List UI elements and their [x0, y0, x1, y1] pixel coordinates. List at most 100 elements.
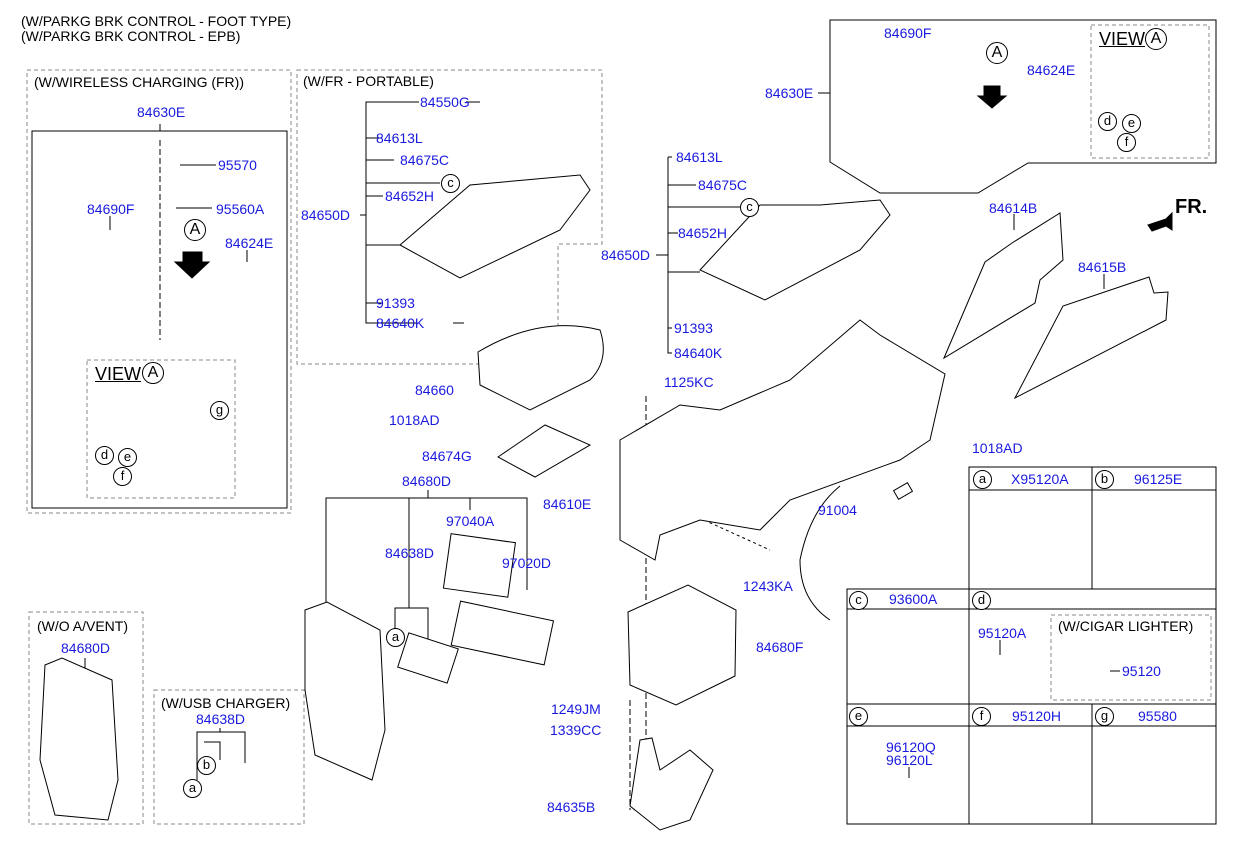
wireless-box-title: (W/WIRELESS CHARGING (FR)) [34, 74, 244, 90]
part-84652h-main[interactable]: 84652H [678, 225, 728, 241]
part-97040a[interactable]: 97040A [446, 513, 495, 529]
part-1339cc[interactable]: 1339CC [550, 722, 602, 738]
vent-97040a-shape [442, 533, 517, 598]
side-panel-84614b-shape [942, 212, 1064, 360]
part-84675c-portable[interactable]: 84675C [400, 152, 450, 168]
part-1125kc[interactable]: 1125KC [664, 374, 714, 390]
console-body-shape [619, 319, 946, 561]
usb-box-title: (W/USB CHARGER) [161, 695, 291, 711]
legend-part-x95120a[interactable]: X95120A [1011, 471, 1069, 487]
top-right-box-outline [829, 19, 1217, 194]
view-ref-a-marker: A [184, 219, 206, 241]
bracket-84635b-shape [629, 737, 714, 831]
part-84680d-main[interactable]: 84680D [402, 473, 452, 489]
part-84640k-portable[interactable]: 84640K [376, 315, 425, 331]
cigar-box-outline [1050, 614, 1212, 701]
part-84690f-wireless[interactable]: 84690F [87, 201, 135, 217]
callout-e: e [118, 448, 137, 467]
arrow-down-icon [173, 251, 211, 279]
part-84652h-portable[interactable]: 84652H [385, 188, 435, 204]
legend-part-93600a[interactable]: 93600A [889, 591, 938, 607]
part-84680d-wo-vent[interactable]: 84680D [61, 640, 111, 656]
switch-84638d-shape [397, 632, 459, 684]
bin-97020d-shape [450, 600, 555, 666]
cigar-lighter-title: (W/CIGAR LIGHTER) [1058, 618, 1194, 634]
callout-d: d [95, 446, 114, 465]
part-1018ad-right[interactable]: 1018AD [972, 440, 1023, 456]
view-ref-a-marker-top: A [986, 42, 1008, 64]
part-1018ad-left[interactable]: 1018AD [389, 412, 440, 428]
part-84650d-main[interactable]: 84650D [601, 247, 651, 263]
portable-box-outline [296, 69, 603, 365]
legend-table-grid [846, 466, 1217, 825]
part-84660[interactable]: 84660 [415, 382, 454, 398]
part-84675c-main[interactable]: 84675C [698, 177, 748, 193]
part-84674g[interactable]: 84674G [422, 448, 472, 464]
part-84680f[interactable]: 84680F [756, 639, 804, 655]
part-84630e-wireless[interactable]: 84630E [137, 104, 186, 120]
part-84630e-top[interactable]: 84630E [765, 85, 814, 101]
callout-c-main: c [740, 198, 759, 217]
callout-b-usb: b [197, 756, 216, 775]
arrow-front-icon [1147, 211, 1173, 232]
part-84650d-portable[interactable]: 84650D [301, 207, 351, 223]
part-84613l-main[interactable]: 84613L [676, 149, 723, 165]
legend-part-95580[interactable]: 95580 [1138, 708, 1177, 724]
wireless-view-box-outline [86, 359, 236, 499]
part-84635b[interactable]: 84635B [547, 799, 596, 815]
legend-part-96120q[interactable]: 96120Q [886, 739, 936, 755]
part-84690f-top[interactable]: 84690F [884, 25, 932, 41]
callout-f-top: f [1117, 133, 1136, 152]
callout-d-top: d [1098, 112, 1117, 131]
part-95560a[interactable]: 95560A [216, 201, 265, 217]
part-91393-main[interactable]: 91393 [674, 320, 713, 336]
part-1243ka[interactable]: 1243KA [743, 578, 793, 594]
part-1249jm[interactable]: 1249JM [551, 701, 601, 717]
header-note-foot-type: (W/PARKG BRK CONTROL - FOOT TYPE) [21, 13, 292, 29]
legend-part-95120[interactable]: 95120 [1122, 663, 1161, 679]
part-84624e-top[interactable]: 84624E [1027, 62, 1076, 78]
part-84615b[interactable]: 84615B [1078, 259, 1127, 275]
legend-part-95120a[interactable]: 95120A [978, 625, 1027, 641]
rear-cover-shape [304, 601, 386, 781]
part-91393-portable[interactable]: 91393 [376, 295, 415, 311]
legend-part-96120l[interactable]: 96120L [886, 752, 933, 768]
part-97020d[interactable]: 97020D [502, 555, 552, 571]
portable-box-title: (W/FR - PORTABLE) [303, 73, 434, 89]
part-84624e-wireless[interactable]: 84624E [225, 235, 274, 251]
rear-cover-wo-vent-shape [39, 657, 119, 821]
legend-ref-g: g [1095, 707, 1114, 726]
legend-ref-d: d [972, 591, 991, 610]
armrest-lid-shape [477, 325, 604, 411]
legend-ref-c: c [849, 591, 868, 610]
side-panel-84615b-shape [1013, 276, 1169, 400]
part-84610e[interactable]: 84610E [543, 496, 592, 512]
part-84638d-usb[interactable]: 84638D [196, 711, 246, 727]
legend-ref-e: e [849, 707, 868, 726]
without-vent-box-outline [28, 611, 144, 825]
legend-ref-f: f [972, 707, 991, 726]
armrest-pad-shape [497, 424, 592, 478]
callout-g: g [210, 401, 229, 420]
wireless-view-label: VIEW [95, 364, 142, 384]
part-84550g[interactable]: 84550G [420, 94, 470, 110]
part-84613l-portable[interactable]: 84613L [376, 130, 423, 146]
legend-part-96125e[interactable]: 96125E [1134, 471, 1183, 487]
callout-a-usb: a [183, 779, 202, 798]
legend-part-95120h[interactable]: 95120H [1012, 708, 1062, 724]
legend-ref-a: a [973, 470, 992, 489]
part-91004[interactable]: 91004 [818, 502, 857, 518]
top-view-label: VIEW [1099, 29, 1146, 49]
callout-e-top: e [1122, 114, 1141, 133]
top-right-view-box-outline [1090, 24, 1210, 159]
part-84614b[interactable]: 84614B [989, 200, 1038, 216]
part-84638d-main[interactable]: 84638D [385, 545, 435, 561]
callout-c-portable: c [441, 174, 460, 193]
part-95570[interactable]: 95570 [218, 157, 257, 173]
harness-91004-shape [799, 485, 841, 621]
part-84640k-main[interactable]: 84640K [674, 345, 723, 361]
wireless-box-outline [26, 69, 292, 514]
usb-box-outline [153, 689, 305, 825]
